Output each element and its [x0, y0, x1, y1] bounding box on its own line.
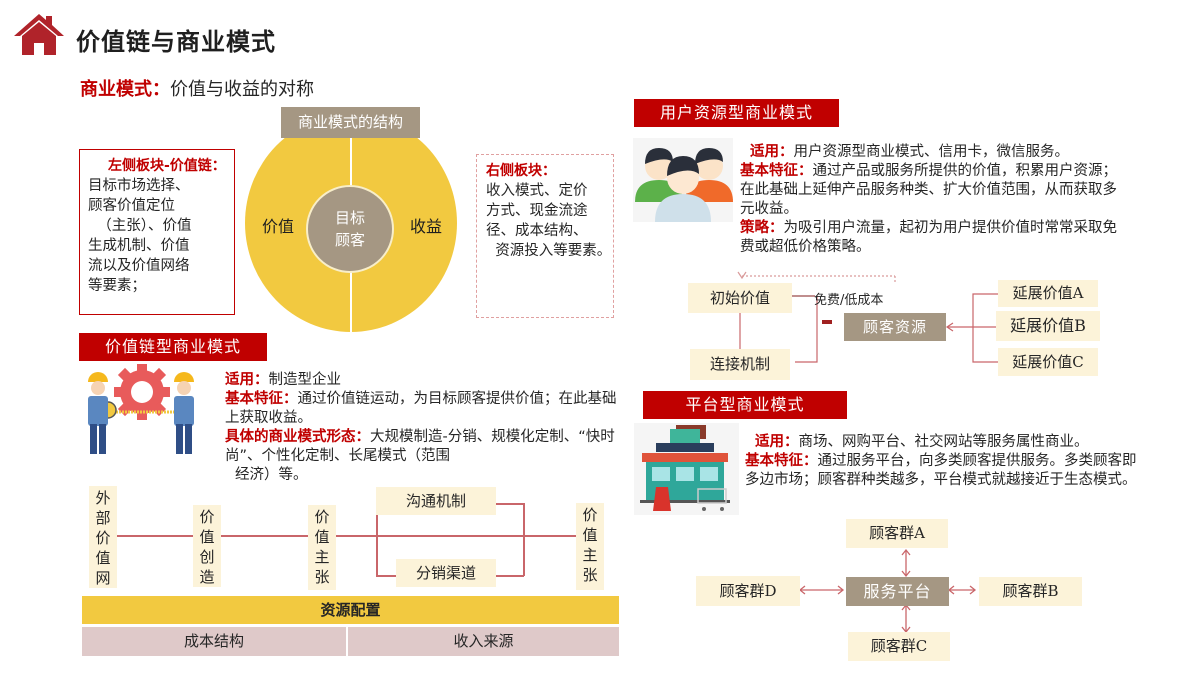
- left-block-line: （主张）、价值: [88, 218, 192, 234]
- resource-allocation-bar: 资源配置: [82, 596, 619, 624]
- value-chain-header: 价值链型商业模式: [79, 333, 267, 361]
- customer-group-c: 顾客群C: [848, 632, 950, 661]
- external-value-network: 外部价值网: [89, 486, 117, 588]
- customer-group-d: 顾客群D: [696, 576, 800, 606]
- right-block-line: 收入模式、定价: [486, 183, 588, 199]
- user-resource-header: 用户资源型商业模式: [634, 99, 839, 127]
- strategy-text: 为吸引用户流量，起初为用户提供价值时常常采取免费或超低价格策略。: [740, 220, 1117, 255]
- income-source-cell: 收入来源: [348, 627, 619, 656]
- communication-mechanism: 沟通机制: [376, 487, 496, 515]
- value-label: 价值: [262, 217, 295, 236]
- form-text: 大规模制造-分销、规模化定制、“快时尚”、个性化定制、长尾模式（范围: [225, 429, 615, 464]
- customer-group-a: 顾客群A: [846, 519, 948, 548]
- left-block-line: 等要素；: [88, 278, 146, 294]
- chain-branch-right: [523, 503, 525, 576]
- feature-key: 基本特征：: [740, 163, 813, 179]
- apply-text: 商场、网购平台、社交网站等服务属性商业。: [798, 434, 1089, 450]
- extended-value-a: 延展价值A: [998, 280, 1098, 307]
- right-block-line: 资源投入等要素。: [486, 243, 612, 259]
- strategy-key: 策略：: [740, 220, 784, 236]
- extension-connectors: [945, 293, 1000, 363]
- left-block-value-chain: 左侧板块-价值链： 目标市场选择、 顾客价值定位 （主张）、价值 生成机制、价值…: [79, 149, 235, 315]
- free-low-cost-label: 免费/低成本: [814, 293, 884, 308]
- chain-branch-bottom-left: [376, 575, 406, 577]
- initial-value-box: 初始价值: [688, 283, 792, 313]
- users-group-icon: [633, 138, 733, 222]
- right-block: 右侧板块： 收入模式、定价 方式、现金流途 径、成本结构、 资源投入等要素。: [476, 154, 614, 318]
- target-customer-circle: 目标 顾客: [306, 185, 394, 273]
- feature-key: 基本特征：: [745, 453, 818, 469]
- cost-structure-cell: 成本结构: [82, 627, 346, 656]
- subtitle-text: 价值与收益的对称: [170, 79, 314, 100]
- feature-text: 通过服务平台，向多类顾客提供服务。多类顾客即多边市场；顾客群种类越多，平台模式就…: [745, 453, 1137, 488]
- apply-text: 制造型企业: [268, 372, 342, 388]
- subtitle: 商业模式：价值与收益的对称: [80, 75, 314, 101]
- feature-text: 通过价值链运动，为目标顾客提供价值；在此基础上获取收益。: [225, 391, 617, 426]
- customer-group-b: 顾客群B: [979, 577, 1082, 606]
- chain-main-line: [110, 535, 590, 537]
- shopping-mall-icon: [634, 423, 739, 515]
- customer-resource-box: 顾客资源: [844, 313, 946, 341]
- home-icon: [14, 14, 64, 55]
- right-block-head: 右侧板块：: [486, 163, 556, 179]
- feature-text: 通过产品或服务所提供的价值，积累用户资源；在此基础上延伸产品服务种类、扩大价值范…: [740, 163, 1117, 217]
- right-block-line: 方式、现金流途: [486, 203, 588, 219]
- user-resource-connectors: [737, 271, 896, 363]
- chain-branch-bottom-right: [494, 575, 524, 577]
- right-block-line: 径、成本结构、: [486, 223, 588, 239]
- target-line2: 顾客: [334, 231, 365, 249]
- left-block-line: 生成机制、价值: [88, 238, 190, 254]
- value-creation: 价值创造: [193, 505, 221, 587]
- apply-key: 适用：: [755, 434, 799, 450]
- apply-key: 适用：: [225, 372, 269, 388]
- page-title: 价值链与商业模式: [76, 28, 276, 56]
- value-proposition-end: 价值主张: [576, 503, 604, 590]
- workers-gear-icon: [88, 364, 194, 454]
- left-block-head: 左侧板块-价值链：: [108, 158, 226, 174]
- distribution-channel: 分销渠道: [396, 559, 496, 587]
- subtitle-key: 商业模式：: [80, 79, 170, 100]
- chain-branch-top-right: [494, 503, 524, 505]
- connect-mechanism-box: 连接机制: [690, 349, 790, 380]
- service-platform-box: 服务平台: [846, 577, 949, 606]
- income-label: 收益: [410, 217, 443, 236]
- user-resource-description: 适用：用户资源型商业模式、信用卡，微信服务。 基本特征：通过产品或服务所提供的价…: [740, 143, 1125, 257]
- target-line1: 目标: [334, 209, 365, 227]
- value-proposition: 价值主张: [308, 505, 336, 590]
- left-block-line: 顾客价值定位: [88, 198, 175, 214]
- extended-value-b: 延展价值B: [996, 311, 1100, 341]
- platform-description: 适用：商场、网购平台、社交网站等服务属性商业。 基本特征：通过服务平台，向多类顾…: [745, 433, 1145, 490]
- value-chain-description: 适用：制造型企业 基本特征：通过价值链运动，为目标顾客提供价值；在此基础上获取收…: [225, 371, 625, 485]
- left-block-line: 目标市场选择、: [88, 178, 190, 194]
- apply-text: 用户资源型商业模式、信用卡，微信服务。: [793, 144, 1070, 160]
- chain-branch-left: [376, 503, 378, 576]
- extended-value-c: 延展价值C: [998, 348, 1098, 376]
- apply-key: 适用：: [750, 144, 794, 160]
- structure-title: 商业模式的结构: [281, 107, 420, 138]
- feature-key: 基本特征：: [225, 391, 298, 407]
- form-text2: 经济）等。: [235, 467, 308, 483]
- form-key: 具体的商业模式形态：: [225, 429, 370, 445]
- left-block-line: 流以及价值网络: [88, 258, 190, 274]
- platform-header: 平台型商业模式: [643, 391, 847, 419]
